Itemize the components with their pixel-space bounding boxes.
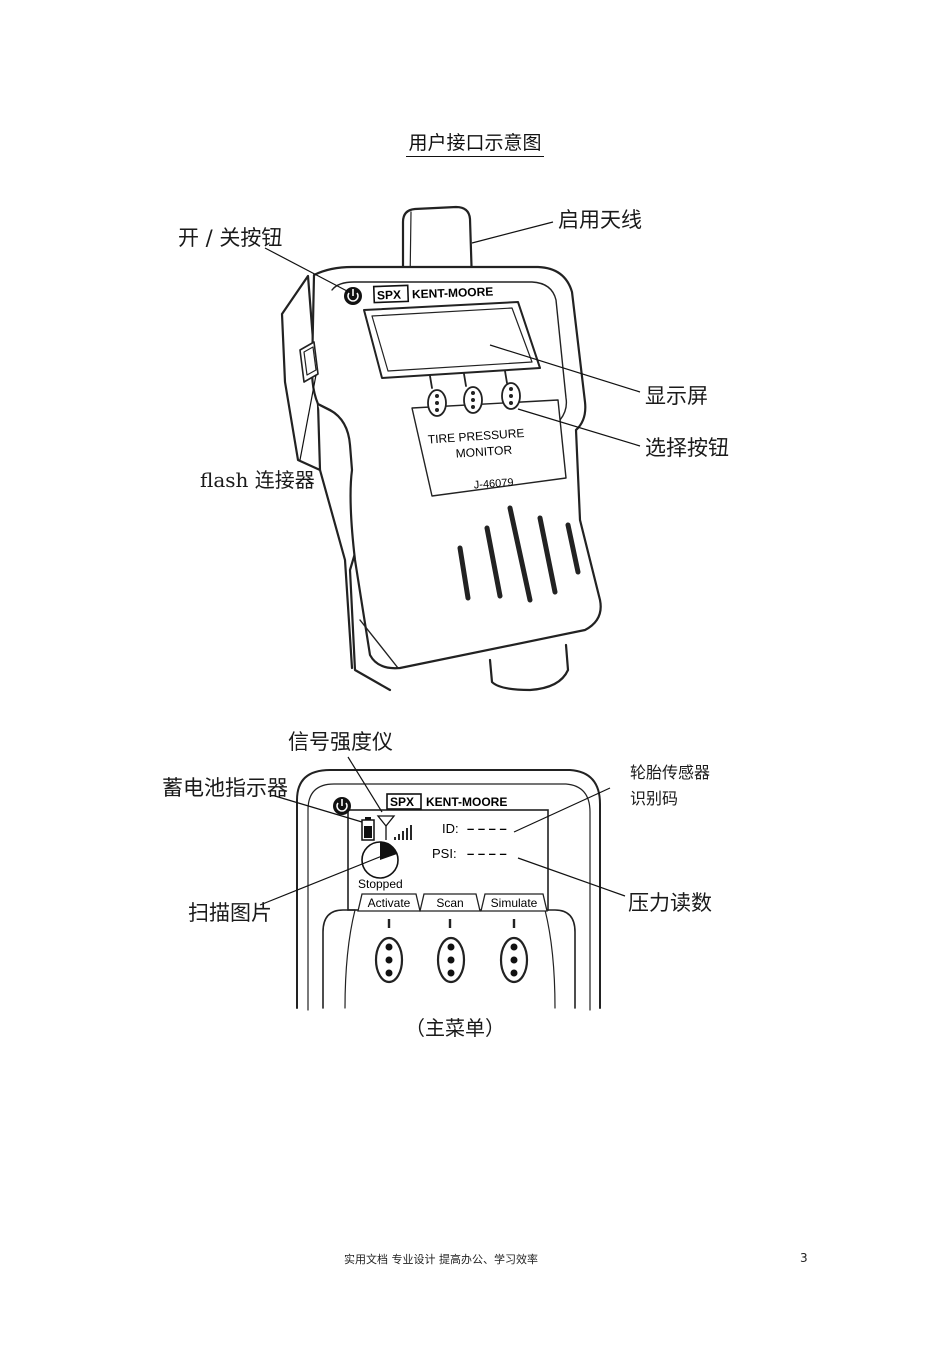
page-title: 用户接口示意图: [0, 128, 950, 157]
callout-signal-meter: 信号强度仪: [288, 730, 393, 754]
psi-label: PSI:: [432, 846, 457, 861]
battery-icon: [361, 817, 375, 841]
menu-brand-spx: SPX: [390, 795, 414, 809]
callout-select-buttons: 选择按钮: [645, 436, 729, 460]
menu-caption: （主菜单）: [405, 1016, 505, 1040]
callout-scan-graphic: 扫描图片: [188, 901, 272, 925]
page-number: 3: [800, 1251, 808, 1265]
softkey-scan[interactable]: Scan: [436, 896, 463, 910]
callout-sensor-id-line1: 轮胎传感器: [630, 763, 711, 782]
id-label: ID:: [442, 821, 459, 836]
brand-spx: SPX: [377, 288, 401, 303]
brand-name: KENT-MOORE: [412, 284, 494, 301]
softkey-activate[interactable]: Activate: [368, 896, 411, 910]
scan-pie-icon: [361, 841, 399, 879]
signal-strength-icon: [376, 815, 412, 840]
menu-brand-name: KENT-MOORE: [426, 795, 507, 809]
id-value: – – – –: [467, 821, 507, 836]
select-buttons[interactable]: [427, 382, 521, 417]
scan-status: Stopped: [358, 877, 403, 891]
softkey-simulate[interactable]: Simulate: [491, 896, 538, 910]
model-number: J-46079: [473, 477, 514, 492]
main-menu-illustration: SPX KENT-MOORE Stopped ID: – – – – PSI: …: [259, 756, 626, 1011]
callout-antenna: 启用天线: [558, 208, 642, 232]
callout-flash-connector: flash 连接器: [200, 468, 315, 492]
callout-power-button: 开 / 关按钮: [178, 226, 283, 250]
callout-sensor-id: 轮胎传感器 识别码: [630, 760, 710, 812]
callout-display: 显示屏: [645, 384, 708, 408]
callout-pressure-reading: 压力读数: [628, 891, 712, 915]
product-line1: TIRE PRESSURE: [427, 426, 524, 447]
product-line2: MONITOR: [455, 443, 513, 461]
device-illustration: SPX KENT-MOORE TIRE PRESSURE MONITOR J-4…: [264, 205, 641, 692]
menu-power-icon[interactable]: [333, 797, 351, 815]
footer-text: 实用文档 专业设计 提高办公、学习效率: [344, 1253, 538, 1266]
psi-value: – – – –: [467, 846, 507, 861]
callout-battery-indicator: 蓄电池指示器: [162, 776, 288, 800]
callout-sensor-id-line2: 识别码: [630, 789, 679, 808]
power-icon[interactable]: [344, 287, 362, 305]
